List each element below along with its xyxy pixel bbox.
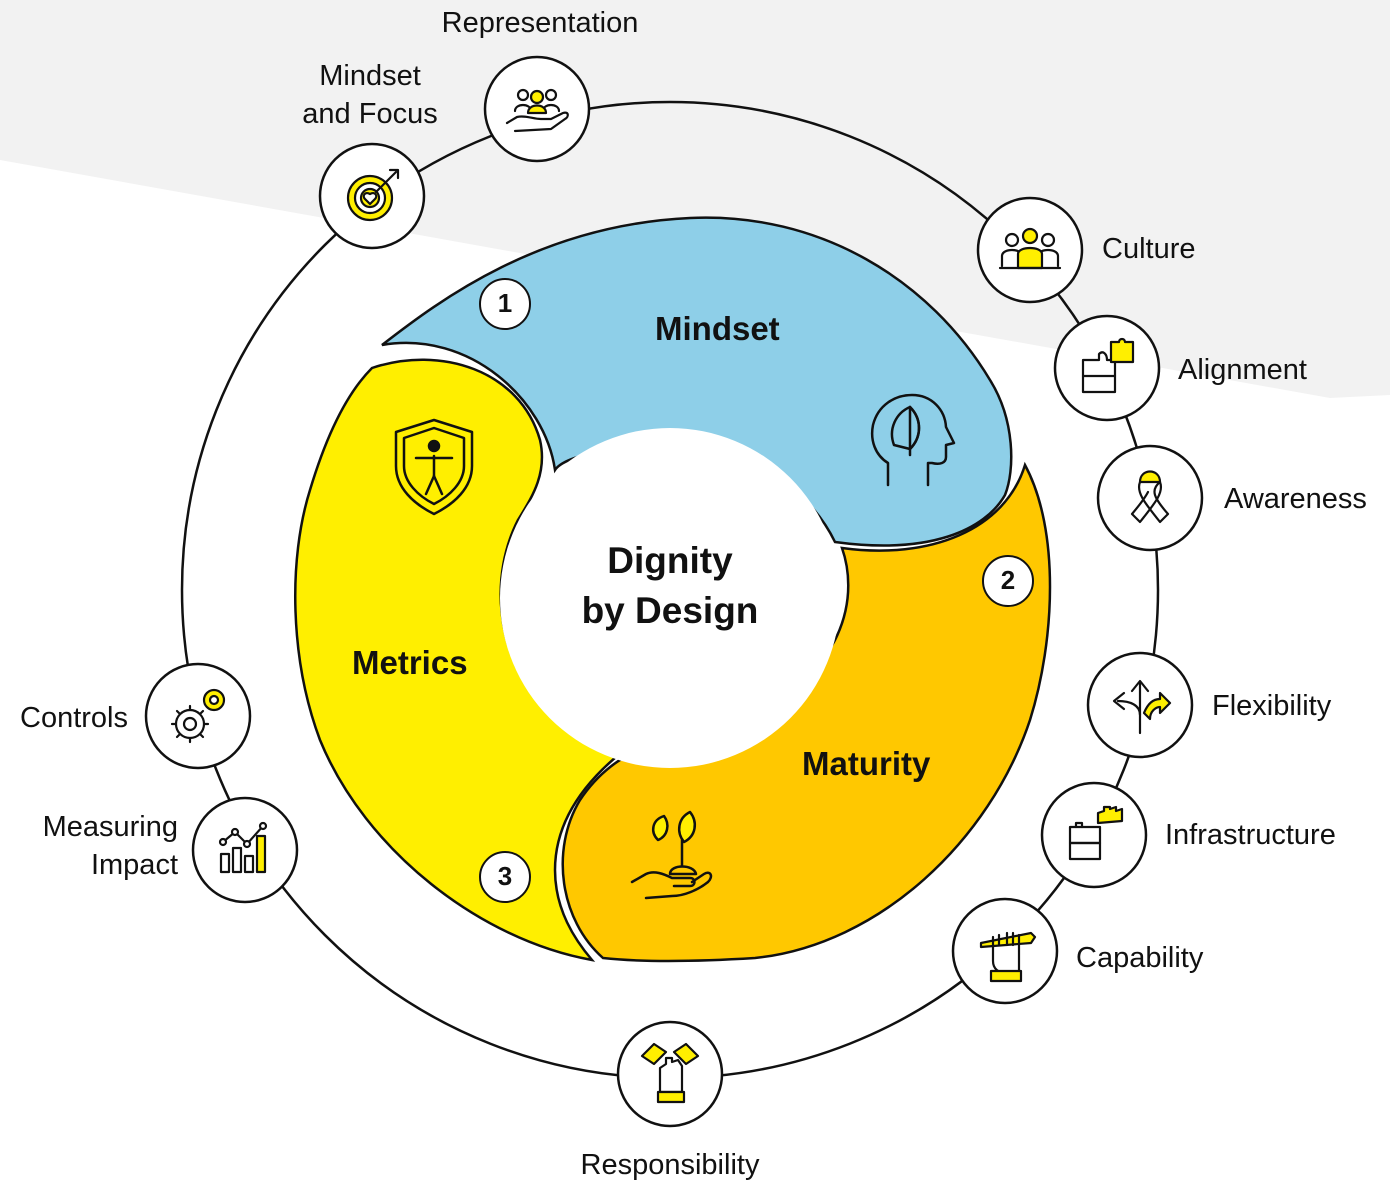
node-label-alignment: Alignment — [1178, 354, 1307, 386]
node-responsibility-circle — [616, 1020, 724, 1128]
segment-metrics-title: Metrics — [352, 644, 468, 681]
node-label-measuring-impact: Measuring Impact — [10, 808, 178, 884]
center-circle — [500, 428, 840, 768]
node-capability-circle — [951, 897, 1059, 1005]
bar-chart-icon — [218, 821, 268, 874]
step-number-1: 1 — [479, 278, 531, 330]
node-infrastructure — [1040, 781, 1148, 889]
node-representation — [483, 55, 591, 163]
blocks-icon — [1068, 805, 1124, 861]
node-infrastructure-circle — [1040, 781, 1148, 889]
step-number-2: 2 — [982, 555, 1034, 607]
center-title-line-2: by Design — [581, 590, 759, 631]
node-label-culture: Culture — [1102, 233, 1196, 265]
node-label-responsibility: Responsibility — [580, 1149, 760, 1181]
puzzle-icon — [1081, 337, 1135, 394]
segment-mindset — [381, 216, 1013, 547]
node-label-controls: Controls — [20, 702, 128, 734]
node-alignment — [1053, 314, 1161, 422]
node-label-infrastructure: Infrastructure — [1165, 819, 1336, 851]
node-mindset-and-focus — [318, 142, 426, 250]
node-culture — [976, 196, 1084, 304]
node-capability — [951, 897, 1059, 1005]
head-leaf-icon — [871, 393, 956, 487]
node-label-measuring-impact-line-2: Impact — [90, 849, 178, 881]
node-measuring-impact-circle — [191, 796, 299, 904]
node-label-mindset-and-focus-line-2: and Focus — [302, 98, 438, 130]
hand-sprout-icon — [630, 810, 713, 900]
accessibility-shield-icon — [394, 418, 474, 516]
ribbon-icon — [1130, 470, 1170, 524]
step-number-3: 3 — [479, 851, 531, 903]
node-label-representation: Representation — [441, 7, 639, 39]
node-controls-circle — [144, 662, 252, 770]
node-label-mindset-and-focus-line-1: Mindset — [319, 60, 421, 92]
segment-maturity-title: Maturity — [802, 745, 931, 782]
node-label-mindset-and-focus: Mindset and Focus — [270, 57, 470, 133]
node-label-capability: Capability — [1076, 942, 1204, 974]
node-label-measuring-impact-line-1: Measuring — [42, 811, 178, 843]
target-heart-icon — [346, 168, 400, 222]
node-label-awareness: Awareness — [1224, 483, 1367, 515]
split-arrows-icon — [1112, 679, 1172, 735]
people-in-hand-icon — [505, 88, 569, 133]
node-controls — [144, 662, 252, 770]
center-title-line-1: Dignity — [607, 540, 733, 581]
node-responsibility — [616, 1020, 724, 1128]
node-label-flexibility: Flexibility — [1212, 690, 1332, 722]
node-alignment-circle — [1053, 314, 1161, 422]
group-icon — [998, 227, 1062, 270]
node-flexibility — [1086, 651, 1194, 759]
node-measuring-impact — [191, 796, 299, 904]
node-awareness — [1096, 444, 1204, 552]
center-title: Dignity by Design — [520, 536, 820, 636]
node-awareness-circle — [1096, 444, 1204, 552]
fist-pencil-icon — [979, 931, 1037, 983]
segment-metrics — [294, 358, 626, 962]
gears-icon — [170, 688, 226, 744]
segment-mindset-title: Mindset — [655, 310, 780, 347]
stacked-hands-icon — [640, 1042, 700, 1104]
